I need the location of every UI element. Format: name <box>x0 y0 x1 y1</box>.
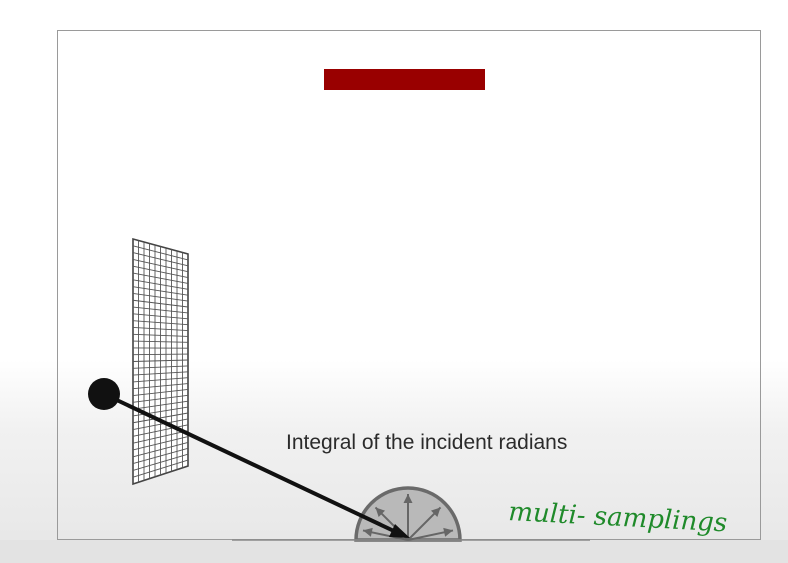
sample-direction-arrowhead <box>403 494 413 503</box>
annotation-text: multi- samplings <box>508 497 728 538</box>
grid-row-line <box>132 377 189 383</box>
light-source-bar <box>324 69 485 90</box>
grid-row-line <box>132 430 189 444</box>
grid-row-line <box>132 365 189 369</box>
camera-ray-arrowhead <box>389 524 410 538</box>
grid-row-line <box>132 371 189 376</box>
grid-row-line <box>132 353 189 356</box>
sample-direction-arrowhead <box>443 527 453 537</box>
sample-direction-arrowhead <box>430 507 441 518</box>
grid-row-line <box>132 436 189 451</box>
grid-row-line <box>132 252 189 267</box>
grid-row-line <box>132 442 189 458</box>
grid-row-line <box>132 394 189 403</box>
grid-row-line <box>132 340 189 343</box>
grid-row-line <box>132 313 189 320</box>
grid-row-line <box>132 327 189 332</box>
grid-row-line <box>132 447 189 465</box>
grid-row-line <box>132 272 189 284</box>
grid-row-line <box>132 400 189 410</box>
grid-row-line <box>132 383 189 390</box>
grid-row-line <box>132 418 189 430</box>
sample-direction-arrowhead <box>363 527 373 537</box>
grid-row-line <box>132 424 189 437</box>
grid-row-line <box>132 412 189 424</box>
grid-row-line <box>132 333 189 337</box>
grid-row-line <box>132 245 189 261</box>
handwritten-annotation: multi- samplings <box>508 497 728 538</box>
grid-row-line <box>132 406 189 417</box>
camera-eye-dot <box>88 378 120 410</box>
grid-row-line <box>132 292 189 302</box>
grid-row-line <box>132 299 189 308</box>
grid-row-line <box>132 453 189 471</box>
camera-ray <box>103 392 397 534</box>
grid-row-line <box>132 388 189 396</box>
grid-row-line <box>132 279 189 290</box>
grid-row-line <box>132 320 189 326</box>
grid-row-line <box>132 286 189 296</box>
slide-caption: Integral of the incident radians <box>286 431 568 454</box>
bottom-strip <box>0 540 788 563</box>
grid-row-line <box>132 265 189 278</box>
sample-direction-arrowhead <box>375 507 386 518</box>
pixel-grid-plane <box>132 237 189 486</box>
grid-row-line <box>132 258 189 273</box>
grid-row-line <box>132 359 189 362</box>
grid-row-line <box>132 459 189 478</box>
grid-row-line <box>132 306 189 314</box>
